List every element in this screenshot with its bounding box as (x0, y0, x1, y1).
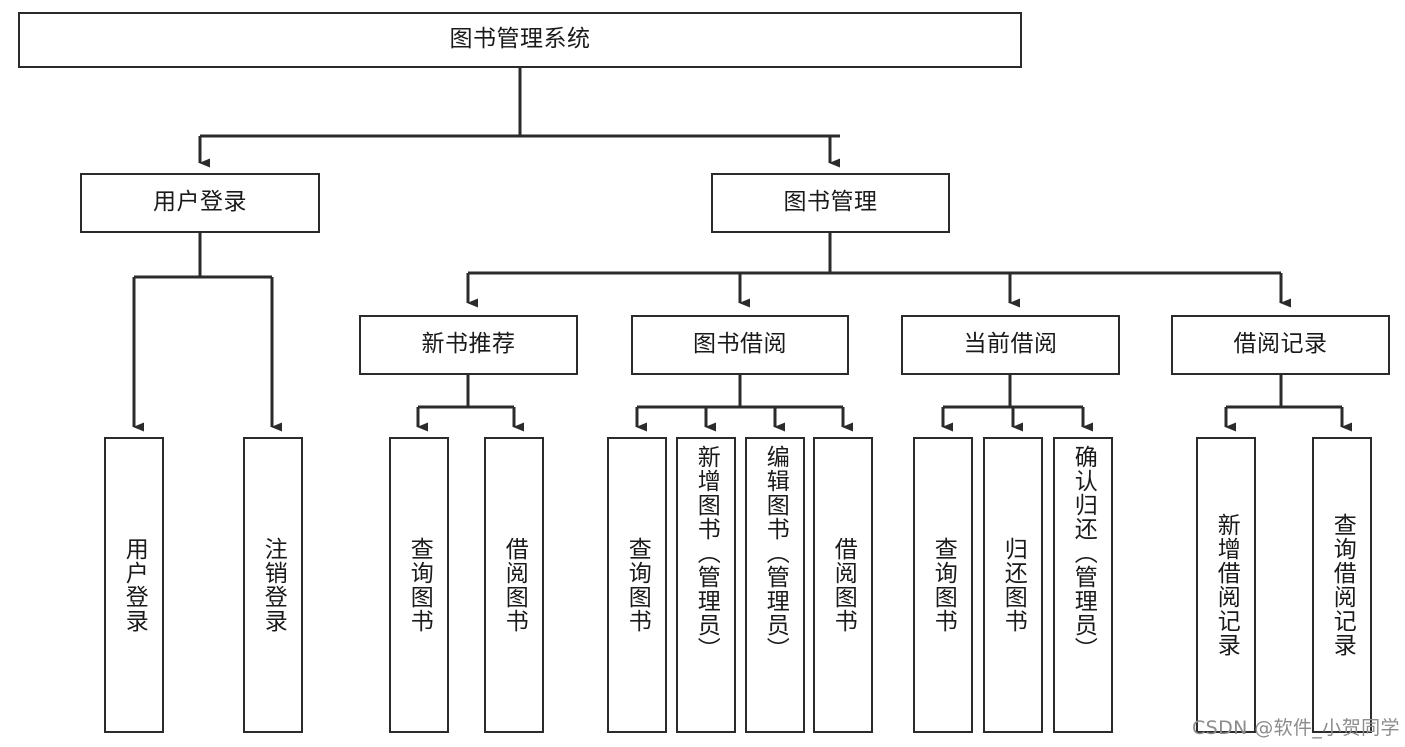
node-leaf-return-book-label: 归还图书 (1000, 537, 1027, 633)
node-leaf-confirm-return[interactable]: 确认归还（管理员） (1053, 437, 1113, 733)
node-book-management-label: 图书管理 (783, 189, 878, 216)
node-leaf-borrow-books-2[interactable]: 借阅图书 (813, 437, 873, 733)
node-book-borrow-label: 图书借阅 (693, 331, 787, 358)
node-root[interactable]: 图书管理系统 (18, 12, 1022, 68)
node-leaf-add-book-label: 新增图书（管理员） (693, 445, 720, 661)
node-current-borrow-label: 当前借阅 (963, 331, 1058, 358)
node-current-borrow[interactable]: 当前借阅 (901, 315, 1120, 375)
node-leaf-query-books-1-label: 查询图书 (406, 537, 433, 633)
node-user-login[interactable]: 用户登录 (80, 173, 320, 233)
node-leaf-query-record[interactable]: 查询借阅记录 (1312, 437, 1372, 733)
node-leaf-return-book[interactable]: 归还图书 (983, 437, 1043, 733)
node-leaf-logout-login[interactable]: 注销登录 (243, 437, 303, 733)
node-leaf-edit-book[interactable]: 编辑图书（管理员） (745, 437, 805, 733)
node-new-book-recommend[interactable]: 新书推荐 (359, 315, 578, 375)
node-root-label: 图书管理系统 (449, 26, 591, 53)
node-leaf-query-books-2-label: 查询图书 (624, 537, 651, 633)
node-leaf-add-record-label: 新增借阅记录 (1213, 513, 1240, 657)
node-new-book-recommend-label: 新书推荐 (421, 331, 516, 358)
node-leaf-borrow-books-1-label: 借阅图书 (501, 537, 528, 633)
node-leaf-logout-login-label: 注销登录 (260, 537, 287, 633)
node-borrow-record-label: 借阅记录 (1233, 331, 1328, 358)
node-leaf-confirm-return-label: 确认归还（管理员） (1070, 445, 1097, 661)
node-leaf-borrow-books-1[interactable]: 借阅图书 (484, 437, 544, 733)
node-leaf-add-record[interactable]: 新增借阅记录 (1196, 437, 1256, 733)
node-leaf-add-book[interactable]: 新增图书（管理员） (676, 437, 736, 733)
node-leaf-borrow-books-2-label: 借阅图书 (830, 537, 857, 633)
node-leaf-query-books-3[interactable]: 查询图书 (913, 437, 973, 733)
node-book-management[interactable]: 图书管理 (711, 173, 950, 233)
node-leaf-query-books-1[interactable]: 查询图书 (389, 437, 449, 733)
node-leaf-user-login[interactable]: 用户登录 (104, 437, 164, 733)
node-leaf-query-books-2[interactable]: 查询图书 (607, 437, 667, 733)
node-borrow-record[interactable]: 借阅记录 (1171, 315, 1390, 375)
node-leaf-user-login-label: 用户登录 (121, 537, 148, 633)
node-book-borrow[interactable]: 图书借阅 (631, 315, 849, 375)
node-leaf-query-books-3-label: 查询图书 (930, 537, 957, 633)
node-leaf-edit-book-label: 编辑图书（管理员） (762, 445, 789, 661)
node-leaf-query-record-label: 查询借阅记录 (1329, 513, 1356, 657)
node-user-login-label: 用户登录 (153, 189, 247, 216)
